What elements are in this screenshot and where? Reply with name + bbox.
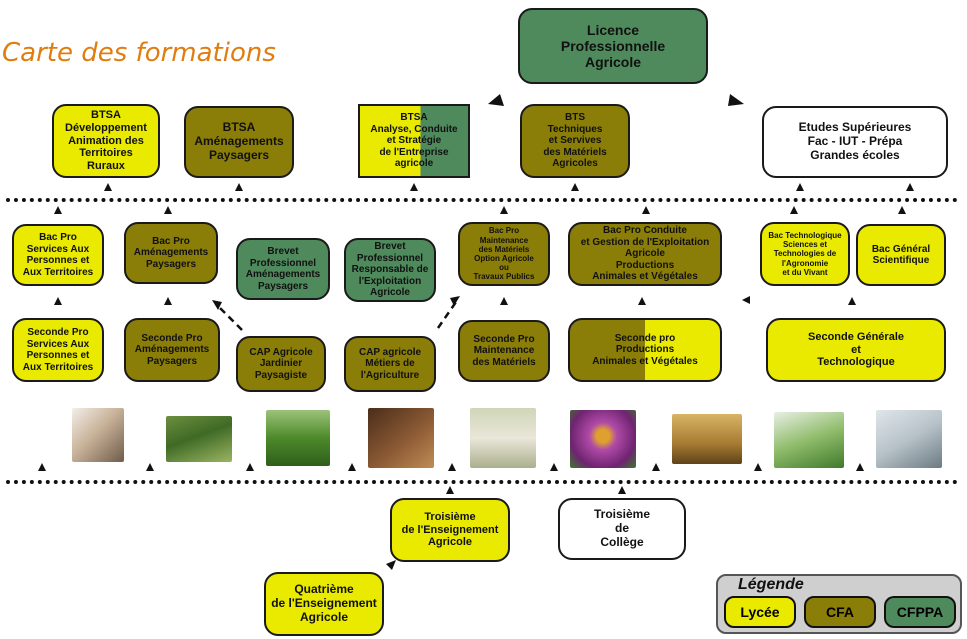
arrow-up [446,486,454,494]
tractor-photo [266,410,330,466]
arrowheads [38,94,914,570]
arrow-up [638,297,646,305]
garden-photo [166,416,232,462]
legend-cfa-swatch: CFA [804,596,876,628]
arrow-up [500,297,508,305]
seconde-sapat-box: Seconde Pro Services Aux Personnes et Au… [12,318,104,382]
dashed-links [217,301,458,331]
arrow-up-right [386,560,396,570]
arrow-up [246,463,254,471]
seconde-gt-box: Seconde Générale et Technologique [766,318,946,382]
legend: Légende Lycée CFA CFPPA [716,574,962,634]
legend-lycee-swatch: Lycée [724,596,796,628]
page-title: Carte des formations [2,38,276,68]
arrow-up [898,206,906,214]
arrow-cap-to-bacpro-maint [450,296,460,306]
farmer-photo [368,408,434,468]
brevet-amen-box: Brevet Professionnel Aménagements Paysag… [236,238,330,300]
arrow-up [348,463,356,471]
bac-techno-box: Bac Technologique Sciences et Technologi… [760,222,850,286]
arrow-up [104,183,112,191]
bacpro-cgea-box: Bac Pro Conduite et Gestion de l'Exploit… [568,222,722,286]
troisieme-ea-box: Troisième de l'Enseignement Agricole [390,498,510,562]
arrow-up [618,486,626,494]
arrow-up [906,183,914,191]
arrow-up [790,206,798,214]
arrow-up [54,206,62,214]
bts-tsma-box: BTS Techniques et Servives des Matériels… [520,104,630,178]
legend-cfppa-swatch: CFPPA [884,596,956,628]
bee-flower-photo [570,410,636,468]
arrow-up [164,206,172,214]
arrow-up [550,463,558,471]
arrow-up [796,183,804,191]
bacpro-maint-box: Bac Pro Maintenance des Matériels Option… [458,222,550,286]
arrow-up [54,297,62,305]
arrow-up [235,183,243,191]
quatrieme-ea-box: Quatrième de l'Enseignement Agricole [264,572,384,636]
lab-scientist-photo [876,410,942,468]
wheat-photo [672,414,742,464]
legend-title: Légende [738,576,804,593]
btsa-dev-box: BTSA Développement Animation des Territo… [52,104,160,178]
arrow-up [410,183,418,191]
btsa-acse-box: BTSA Analyse, Conduite et Stratégie de l… [358,104,470,178]
arrow-up [448,463,456,471]
arrow-up [642,206,650,214]
arrow-up [571,183,579,191]
troisieme-college-box: Troisième de Collège [558,498,686,560]
divider-bottom [6,480,958,484]
licence-pro-box: Licence Professionnelle Agricole [518,8,708,84]
arrow-up [754,463,762,471]
divider-top [6,198,958,202]
elderly-care-photo [72,408,124,462]
etudes-sup-box: Etudes Supérieures Fac - IUT - Prépa Gra… [762,106,948,178]
seconde-amen-box: Seconde Pro Aménagements Paysagers [124,318,220,382]
arrow-to-licence-left [488,94,504,106]
arrow-up [856,463,864,471]
arrow-up [38,463,46,471]
seconde-maint-box: Seconde Pro Maintenance des Matériels [458,320,550,382]
cap-jardinier-box: CAP Agricole Jardinier Paysagiste [236,336,326,392]
bacpro-sapat-box: Bac Pro Services Aux Personnes et Aux Te… [12,224,104,286]
cap-metiers-box: CAP agricole Métiers de l'Agriculture [344,336,436,392]
brevet-resp-box: Brevet Professionnel Responsable de l'Ex… [344,238,436,302]
arrow-up [848,297,856,305]
arrow-up [146,463,154,471]
arrow-up [164,297,172,305]
bacpro-amen-box: Bac Pro Aménagements Paysagers [124,222,218,284]
arrow-left [742,296,750,304]
seconde-prod-box: Seconde pro Productions Animales et Végé… [568,318,722,382]
bac-general-box: Bac Général Scientifique [856,224,946,286]
sheep-photo [470,408,536,468]
btsa-amen-box: BTSA Aménagements Paysagers [184,106,294,178]
plant-hand-photo [774,412,844,468]
arrow-up [500,206,508,214]
arrow-cap-to-bacpro [212,300,222,310]
arrow-up [652,463,660,471]
arrow-to-licence-right [728,94,744,106]
